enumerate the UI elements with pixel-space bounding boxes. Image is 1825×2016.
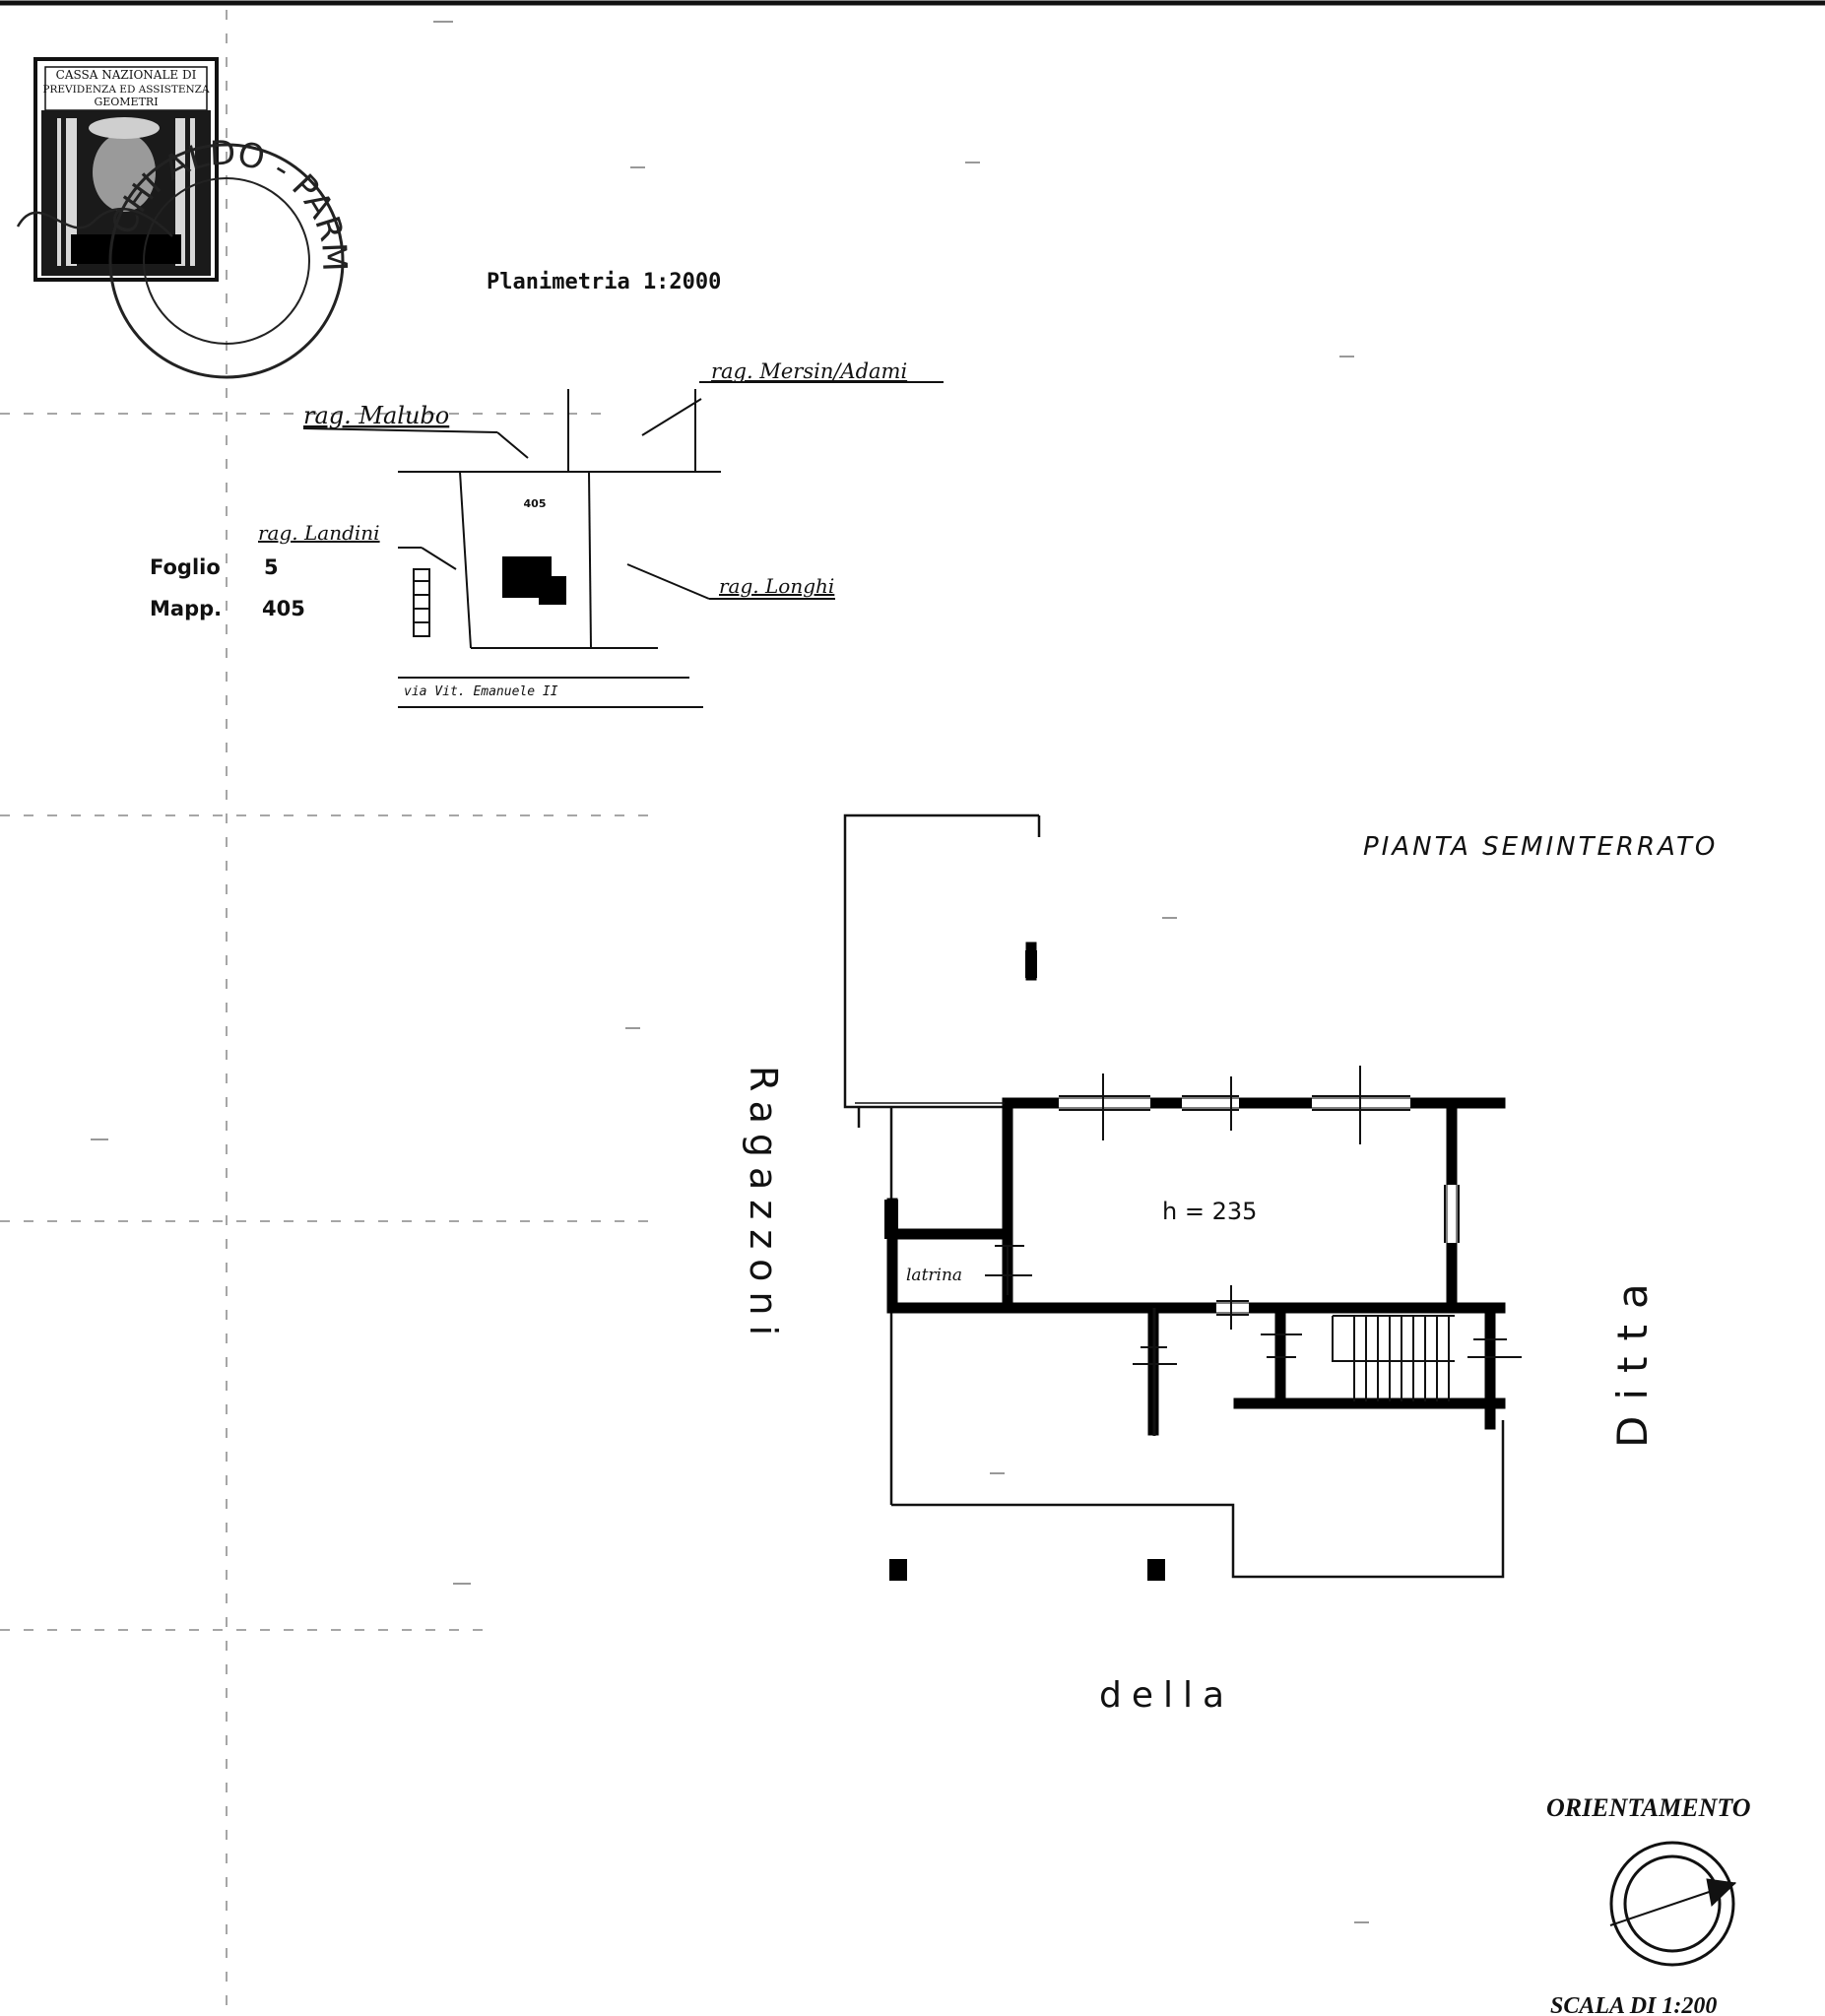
stamp-line-2: PREVIDENZA ED ASSISTENZA bbox=[42, 84, 210, 96]
site-plan-title: Planimetria 1:2000 bbox=[487, 270, 721, 294]
stamp-line-3: GEOMETRI bbox=[94, 96, 158, 108]
orientation-compass bbox=[1609, 1841, 1737, 1967]
neighbor-left: rag. Landini bbox=[258, 521, 380, 545]
neighbor-top-left: rag. Malubo bbox=[303, 402, 449, 429]
revenue-stamp: CASSA NAZIONALE DI PREVIDENZA ED ASSISTE… bbox=[33, 57, 219, 282]
foglio-label: Foglio bbox=[150, 555, 221, 579]
street-name: via Vit. Emanuele II bbox=[404, 684, 558, 699]
mappale-label: Mapp. bbox=[150, 597, 222, 620]
site-plan-lines bbox=[302, 381, 944, 708]
left-side-owner: Ragazzoni bbox=[742, 1066, 785, 1345]
floor-plan-ticks bbox=[855, 1066, 1522, 1436]
portrait-face bbox=[93, 133, 156, 212]
orientation-title: ORIENTAMENTO bbox=[1546, 1793, 1751, 1822]
floor-plan-outline bbox=[843, 813, 1505, 1579]
neighbor-building bbox=[413, 568, 430, 637]
staircase bbox=[1332, 1315, 1455, 1401]
scan-specks bbox=[91, 21, 1369, 1923]
right-side-owner: Ditta bbox=[1608, 1268, 1657, 1448]
parcel-number: 405 bbox=[524, 497, 547, 510]
room-label-latrina: latrina bbox=[906, 1266, 962, 1285]
bottom-label: della bbox=[1099, 1675, 1234, 1716]
building-footprint bbox=[502, 556, 566, 605]
scale-label: SCALA DI 1:200 bbox=[1550, 1993, 1717, 2016]
floor-plan-walls bbox=[886, 942, 1506, 1436]
room-height: h = 235 bbox=[1162, 1198, 1257, 1225]
stamp-line-1: CASSA NAZIONALE DI bbox=[56, 68, 197, 82]
floor-plan-title: PIANTA SEMINTERRATO bbox=[1363, 832, 1718, 862]
neighbor-right: rag. Longhi bbox=[719, 574, 834, 598]
fold-lines bbox=[0, 10, 650, 2016]
neighbor-top-right: rag. Mersin/Adami bbox=[711, 359, 907, 383]
mappale-value: 405 bbox=[262, 597, 305, 620]
foglio-value: 5 bbox=[264, 555, 279, 579]
pillars bbox=[884, 950, 1165, 1581]
